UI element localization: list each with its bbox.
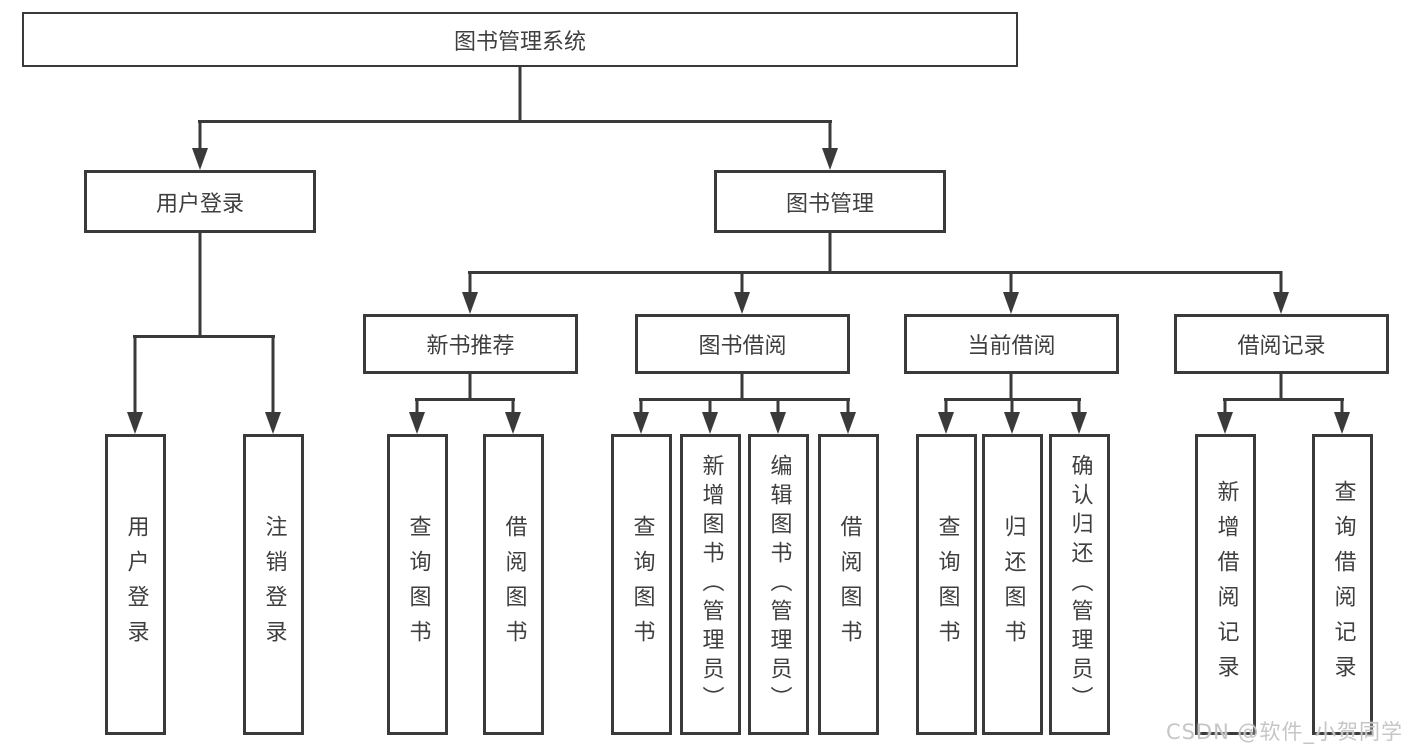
leaf-current-return-books: 归还图书: [982, 434, 1043, 735]
leaf-borrow-edit-books-admin-label: 编辑图书（管理员）: [766, 454, 792, 715]
leaf-records-add-record: 新增借阅记录: [1195, 434, 1256, 735]
leaf-borrow-borrow-books: 借阅图书: [818, 434, 879, 735]
arrowhead-down-icon: [505, 412, 521, 434]
leaf-newrec-borrow-books-label: 借阅图书: [501, 514, 527, 655]
node-book-management-label: 图书管理: [785, 191, 874, 217]
connector-vline: [468, 374, 472, 398]
leaf-current-return-books-label: 归还图书: [1000, 514, 1026, 655]
leaf-borrow-add-books-admin-label: 新增图书（管理员）: [698, 454, 724, 715]
leaf-borrow-edit-books-admin: 编辑图书（管理员）: [748, 434, 809, 735]
leaf-user-login: 用户登录: [105, 434, 166, 735]
connector-vline: [511, 398, 515, 414]
arrowhead-down-icon: [1273, 292, 1289, 314]
connector-vline: [1279, 271, 1283, 294]
arrowhead-down-icon: [265, 412, 281, 434]
connector-vline: [708, 398, 712, 414]
leaf-current-confirm-return-admin: 确认归还（管理员）: [1049, 434, 1110, 735]
arrowhead-down-icon: [1003, 292, 1019, 314]
leaf-user-login-label: 用户登录: [123, 514, 149, 655]
connector-hline: [1223, 398, 1344, 401]
arrowhead-down-icon: [1071, 412, 1087, 434]
node-book-borrowing-label: 图书借阅: [698, 334, 787, 359]
connector-vline: [944, 398, 948, 414]
leaf-borrow-query-books: 查询图书: [611, 434, 672, 735]
connector-vline: [740, 374, 744, 398]
leaf-current-query-books: 查询图书: [916, 434, 977, 735]
connector-hline: [133, 335, 275, 338]
arrowhead-down-icon: [770, 412, 786, 434]
node-new-book-recommendation: 新书推荐: [363, 314, 578, 374]
connector-hline: [198, 120, 832, 123]
connector-vline: [740, 271, 744, 294]
connector-vline: [1009, 374, 1013, 398]
leaf-records-query-record: 查询借阅记录: [1312, 434, 1373, 735]
connector-hline: [415, 398, 515, 401]
arrowhead-down-icon: [127, 412, 143, 434]
connector-vline: [828, 233, 832, 271]
connector-vline: [776, 398, 780, 414]
connector-vline: [271, 335, 275, 414]
leaf-newrec-borrow-books: 借阅图书: [483, 434, 544, 735]
leaf-current-query-books-label: 查询图书: [934, 514, 960, 655]
connector-vline: [828, 120, 832, 150]
connector-vline: [1077, 398, 1081, 414]
node-borrowing-records-label: 借阅记录: [1237, 334, 1326, 359]
connector-vline: [198, 120, 202, 150]
arrowhead-down-icon: [1334, 412, 1350, 434]
node-user-login: 用户登录: [84, 170, 316, 233]
leaf-newrec-query-books: 查询图书: [387, 434, 448, 735]
leaf-borrow-borrow-books-label: 借阅图书: [836, 514, 862, 655]
leaf-borrow-add-books-admin: 新增图书（管理员）: [680, 434, 741, 735]
node-root-label: 图书管理系统: [453, 29, 586, 55]
connector-vline: [846, 398, 850, 414]
arrowhead-down-icon: [633, 412, 649, 434]
connector-vline: [639, 398, 643, 414]
arrowhead-down-icon: [409, 412, 425, 434]
leaf-newrec-query-books-label: 查询图书: [405, 514, 431, 655]
arrowhead-down-icon: [822, 148, 838, 170]
connector-hline: [468, 271, 1282, 274]
connector-vline: [1279, 374, 1283, 398]
arrowhead-down-icon: [734, 292, 750, 314]
watermark: CSDN @软件_小贺同学: [1165, 720, 1403, 744]
connector-vline: [415, 398, 419, 414]
node-book-borrowing: 图书借阅: [635, 314, 850, 374]
leaf-current-confirm-return-admin-label: 确认归还（管理员）: [1067, 454, 1093, 715]
connector-vline: [468, 271, 472, 294]
connector-vline: [1009, 271, 1013, 294]
arrowhead-down-icon: [1217, 412, 1233, 434]
connector-hline: [639, 398, 850, 401]
connector-vline: [518, 67, 522, 120]
connector-vline: [133, 335, 137, 414]
arrowhead-down-icon: [840, 412, 856, 434]
arrowhead-down-icon: [702, 412, 718, 434]
leaf-logout-login: 注销登录: [243, 434, 304, 735]
arrowhead-down-icon: [938, 412, 954, 434]
node-root: 图书管理系统: [22, 12, 1018, 67]
arrowhead-down-icon: [1004, 412, 1020, 434]
leaf-borrow-query-books-label: 查询图书: [629, 514, 655, 655]
connector-vline: [198, 233, 202, 335]
node-current-borrowing-label: 当前借阅: [967, 334, 1056, 359]
node-borrowing-records: 借阅记录: [1174, 314, 1389, 374]
arrowhead-down-icon: [462, 292, 478, 314]
node-current-borrowing: 当前借阅: [904, 314, 1119, 374]
connector-vline: [1340, 398, 1344, 414]
node-new-book-recommendation-label: 新书推荐: [426, 334, 515, 359]
leaf-logout-login-label: 注销登录: [261, 514, 287, 655]
leaf-records-add-record-label: 新增借阅记录: [1213, 479, 1239, 690]
connector-vline: [1010, 398, 1014, 414]
connector-vline: [1223, 398, 1227, 414]
node-user-login-label: 用户登录: [155, 191, 244, 217]
leaf-records-query-record-label: 查询借阅记录: [1330, 479, 1356, 690]
node-book-management: 图书管理: [714, 170, 946, 233]
arrowhead-down-icon: [192, 148, 208, 170]
